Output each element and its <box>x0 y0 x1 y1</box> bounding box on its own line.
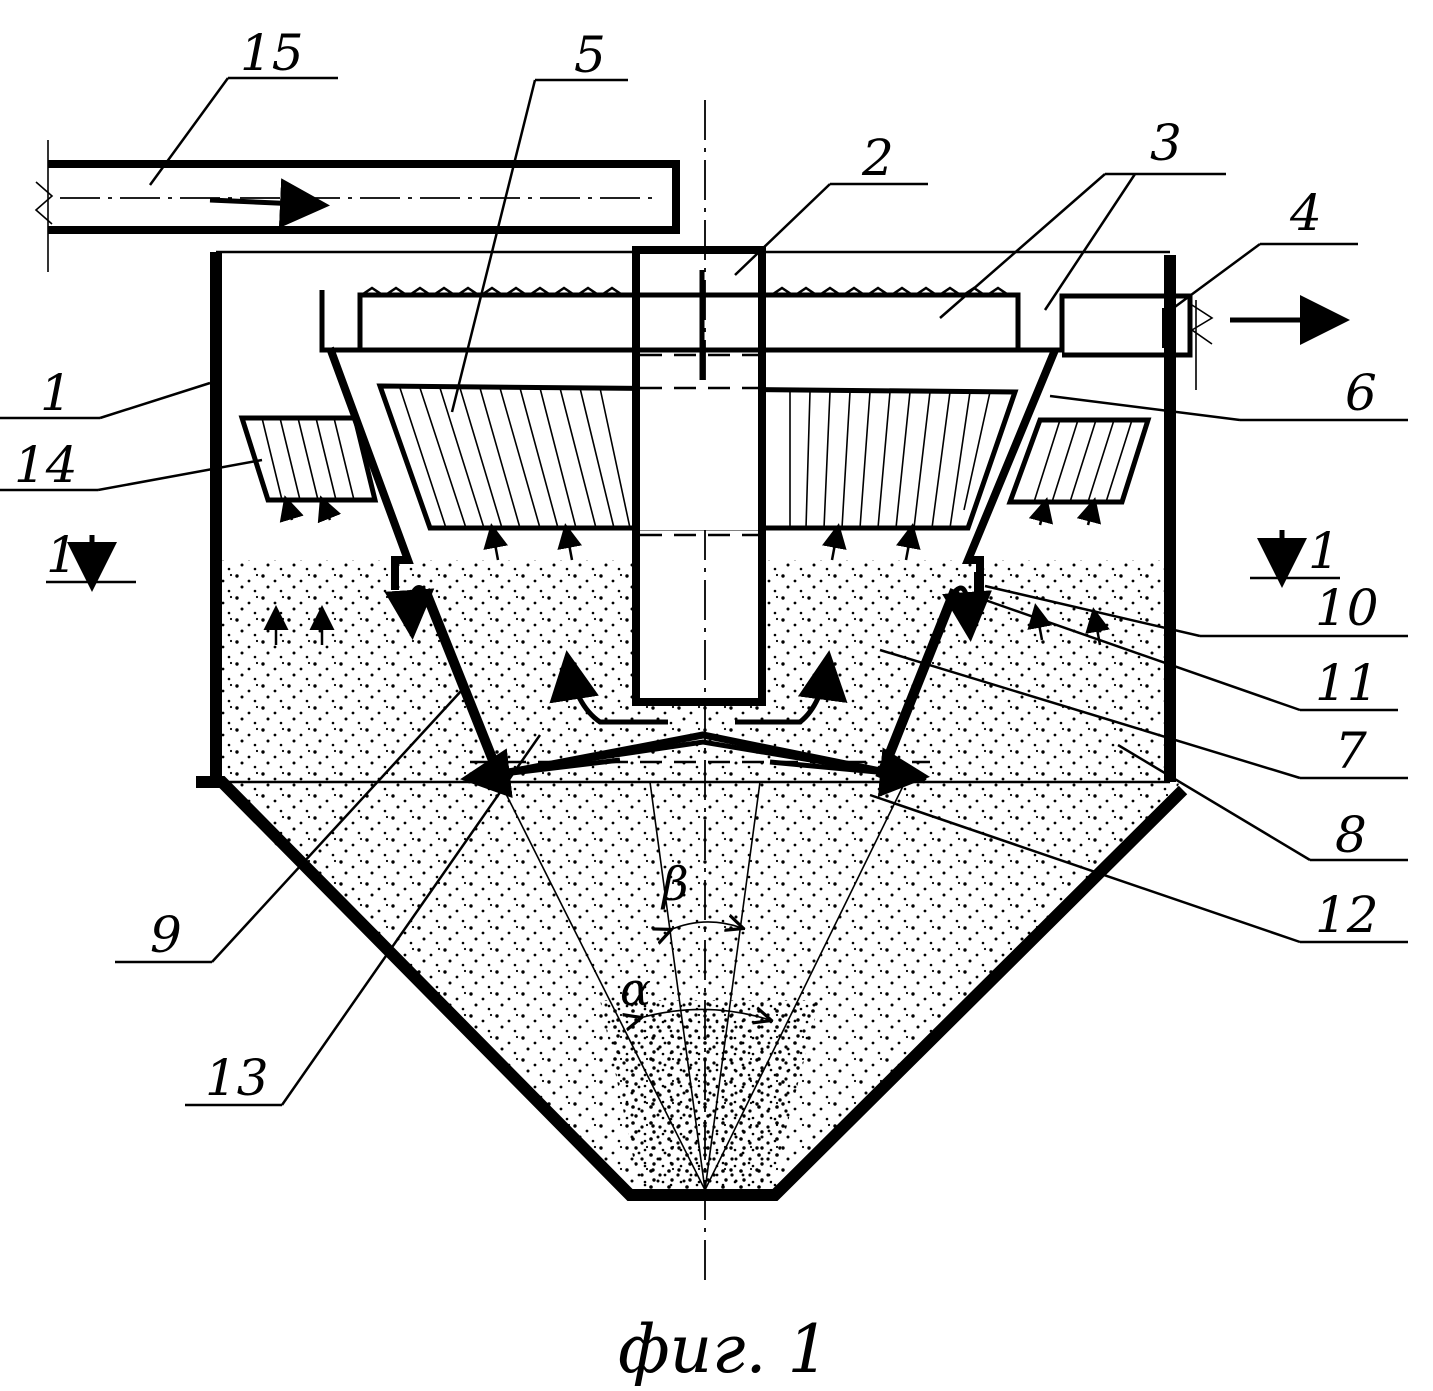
thin-layer-module-peripheral <box>238 415 1152 505</box>
flow-arrows <box>263 495 1110 725</box>
label-11: 11 <box>1315 654 1379 712</box>
label-9: 9 <box>150 906 182 964</box>
thin-layer-module-center <box>376 380 1019 531</box>
label-13: 13 <box>205 1049 269 1107</box>
label-5: 5 <box>574 26 606 84</box>
inlet-pipe <box>34 140 680 272</box>
label-2: 2 <box>861 129 894 187</box>
label-7: 7 <box>1335 722 1367 780</box>
leader-lines <box>0 76 1408 1107</box>
figure-caption: фиг. 1 <box>618 1311 829 1388</box>
section-mark-left: 1 <box>46 526 78 584</box>
label-1: 1 <box>40 364 72 422</box>
angle-beta: β <box>660 857 689 911</box>
sludge-blanket <box>215 250 1180 1195</box>
label-10: 10 <box>1315 579 1379 637</box>
reference-numerals: 15 5 2 3 4 6 1 14 1 1 10 11 7 8 12 9 13 <box>14 24 1379 1107</box>
label-8: 8 <box>1335 806 1367 864</box>
section-mark-right: 1 <box>1308 522 1340 580</box>
bottom-distributor <box>460 731 930 799</box>
deflector-walls <box>384 572 992 780</box>
label-6: 6 <box>1345 364 1377 422</box>
collecting-trough <box>319 286 1350 390</box>
label-12: 12 <box>1315 886 1379 944</box>
label-4: 4 <box>1289 184 1322 242</box>
angle-construction: β α <box>499 781 906 1191</box>
label-15: 15 <box>240 24 304 82</box>
angle-alpha: α <box>620 962 651 1016</box>
label-14: 14 <box>14 436 78 494</box>
label-3: 3 <box>1150 114 1182 172</box>
